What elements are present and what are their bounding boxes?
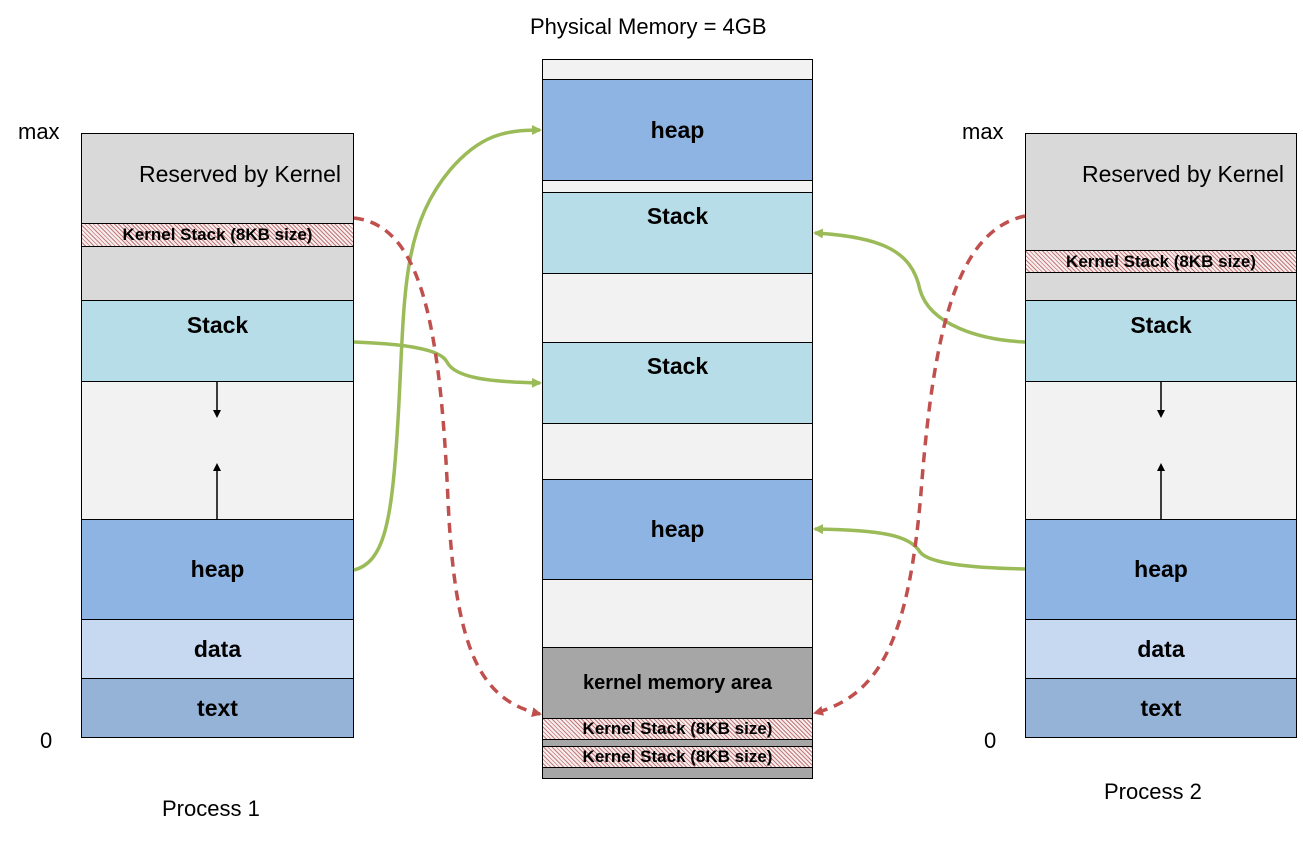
p1-text: text bbox=[81, 678, 354, 738]
pm-stack-1-label: Stack bbox=[646, 203, 709, 229]
process2-caption: Process 2 bbox=[1104, 779, 1202, 804]
p1-data-label: data bbox=[193, 635, 242, 662]
process2-zero-label: 0 bbox=[984, 728, 997, 753]
p2-data: data bbox=[1025, 619, 1297, 679]
p1-reserved-by-kernel: Reserved by Kernel bbox=[81, 133, 354, 224]
p1-kernel-stack-mapping-arrow bbox=[353, 216, 542, 718]
p2-reserved-by-kernel: Reserved by Kernel bbox=[1025, 133, 1297, 251]
p2-heap-label: heap bbox=[1134, 556, 1188, 582]
p1-heap-label: heap bbox=[190, 556, 245, 582]
p2-text-label: text bbox=[1140, 694, 1182, 721]
pm-stack-2: Stack bbox=[542, 342, 813, 424]
p1-heap-mapping-arrow bbox=[353, 125, 542, 572]
p1-text-label: text bbox=[197, 694, 238, 721]
pm-kernel-stack-1-label: Kernel Stack (8KB size) bbox=[582, 719, 773, 738]
pm-kernel-tail bbox=[542, 767, 813, 779]
pm-heap-bottom-label: heap bbox=[650, 516, 705, 542]
p1-kernel-stack: Kernel Stack (8KB size) bbox=[81, 223, 354, 247]
p2-data-label: data bbox=[1137, 635, 1185, 662]
pm-stack-2-label: Stack bbox=[646, 353, 709, 379]
p2-heap: heap bbox=[1025, 519, 1297, 620]
p2-reserved-label: Reserved by Kernel bbox=[1082, 161, 1284, 187]
p2-kernel-stack-label: Kernel Stack (8KB size) bbox=[1066, 251, 1256, 271]
p2-text: text bbox=[1025, 678, 1297, 738]
p2-kernel-stack-mapping-arrow bbox=[813, 214, 1026, 716]
p2-stack-mapping-arrow bbox=[813, 228, 1026, 344]
process2-max-label: max bbox=[962, 119, 1004, 144]
pm-kernel-memory-area: kernel memory area bbox=[542, 647, 813, 719]
p1-reserved-label: Reserved by Kernel bbox=[139, 161, 341, 187]
pm-free-region bbox=[542, 273, 813, 343]
p1-stack-mapping-arrow bbox=[353, 340, 542, 388]
process1-zero-label: 0 bbox=[40, 728, 53, 753]
physical-memory-title: Physical Memory = 4GB bbox=[530, 14, 767, 39]
pm-heap-top: heap bbox=[542, 79, 813, 181]
pm-heap-bottom: heap bbox=[542, 479, 813, 580]
p1-stack-label: Stack bbox=[186, 312, 249, 338]
pm-kernel-memory-label: kernel memory area bbox=[582, 671, 772, 694]
process1-max-label: max bbox=[18, 119, 60, 144]
p1-kernel-stack-label: Kernel Stack (8KB size) bbox=[122, 225, 313, 244]
pm-heap-top-label: heap bbox=[650, 116, 705, 143]
pm-free-region bbox=[542, 579, 813, 648]
process1-caption: Process 1 bbox=[162, 796, 260, 821]
pm-kernel-stack-2-label: Kernel Stack (8KB size) bbox=[582, 747, 773, 766]
pm-free-region bbox=[542, 423, 813, 480]
p2-stack-label: Stack bbox=[1130, 312, 1192, 338]
p2-heap-mapping-arrow bbox=[813, 524, 1026, 571]
